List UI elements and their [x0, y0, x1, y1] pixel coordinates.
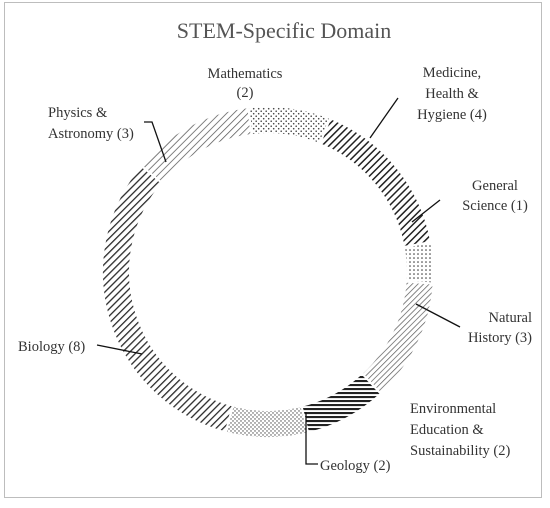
leader-line [305, 412, 318, 465]
slice-geology [224, 404, 310, 439]
slice-natural-history [360, 280, 435, 396]
slice-label: Biology (8) [18, 339, 85, 355]
slice-label-line: Health & [425, 86, 479, 102]
slice-label-line: (2) [237, 85, 254, 101]
slice-label-line: Hygiene (4) [417, 107, 487, 123]
slice-general-science [402, 240, 435, 285]
slice-label-line: Physics & [48, 105, 108, 121]
leader-line [369, 97, 399, 139]
slice-mathematics [247, 105, 332, 146]
leader-lines [96, 97, 461, 465]
slice-label-line: Environmental [410, 401, 496, 417]
slice-label-line: Natural [489, 310, 532, 326]
leader-line [96, 344, 143, 355]
chart-title: STEM-Specific Domain [177, 18, 391, 43]
slice-label: Medicine, Health & Hygiene (4) [417, 65, 487, 123]
slice-physics-astronomy [139, 106, 253, 185]
slice-label-line: Science (1) [462, 198, 528, 214]
slice-medicine-health-hygiene [318, 116, 433, 249]
slice-label: Mathematics (2) [208, 66, 283, 101]
leader-line [144, 121, 167, 163]
slice-label-line: Sustainability (2) [410, 443, 510, 459]
slice-label-line: Medicine, [423, 65, 481, 81]
leader-line [411, 199, 441, 223]
slice-label-line: Geology (2) [320, 458, 391, 474]
slice-label: Physics & Astronomy (3) [48, 105, 134, 142]
slice-label-line: History (3) [468, 330, 532, 346]
donut-slices [101, 105, 435, 439]
leader-line [415, 303, 461, 328]
slice-label-line: Education & [410, 422, 484, 438]
slice-environmental-education-sustainability [300, 371, 383, 435]
slice-label: Geology (2) [320, 458, 391, 474]
slice-label-line: Biology (8) [18, 339, 85, 355]
slice-label-line: Mathematics [208, 66, 283, 82]
slice-label-line: Astronomy (3) [48, 126, 134, 142]
slice-label-line: General [472, 178, 518, 194]
slice-biology [101, 163, 234, 434]
